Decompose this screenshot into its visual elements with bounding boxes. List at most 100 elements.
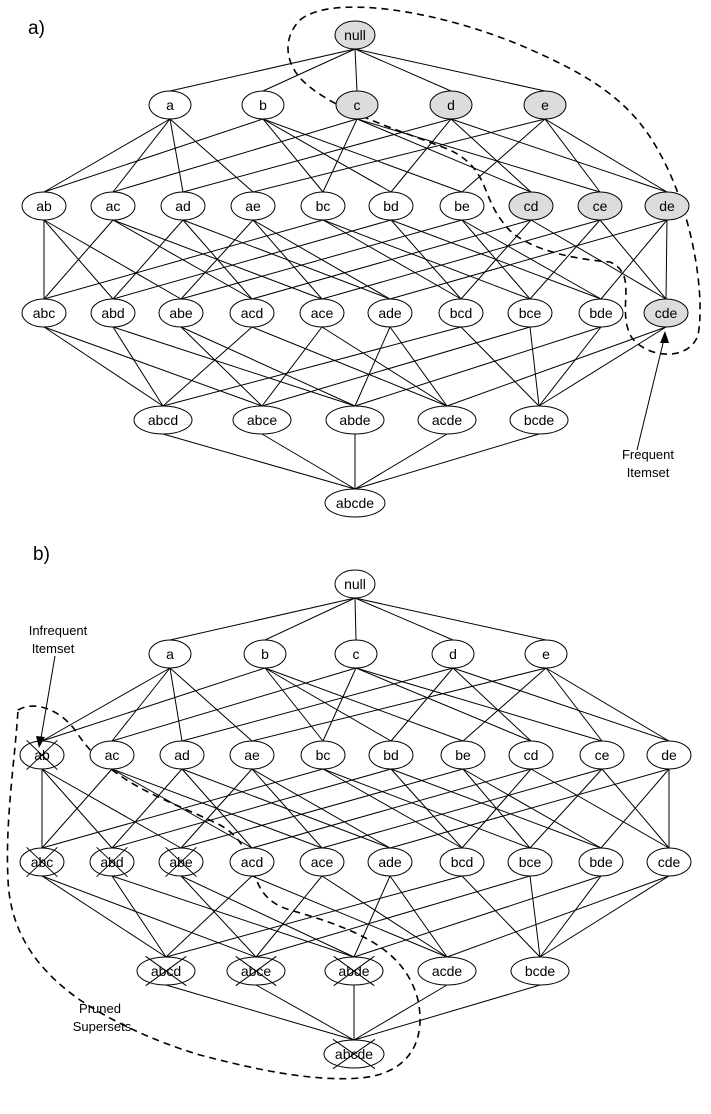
itemset-node-ellipse bbox=[510, 956, 570, 986]
itemset-node-ellipse bbox=[367, 847, 413, 877]
itemset-node-ellipse bbox=[21, 298, 67, 328]
itemset-node-d: d bbox=[431, 639, 475, 669]
lattice-edge bbox=[461, 768, 532, 849]
lattice-edge bbox=[538, 326, 667, 407]
lattice-edge bbox=[111, 768, 183, 849]
lattice-edge bbox=[180, 326, 356, 407]
itemset-node-ellipse bbox=[417, 956, 477, 986]
lattice-edge bbox=[162, 326, 253, 407]
lattice-edge bbox=[353, 984, 541, 1041]
itemset-node-ellipse bbox=[367, 298, 413, 328]
pruned-cross-mark bbox=[26, 739, 58, 771]
lattice-edge bbox=[41, 875, 257, 958]
lattice-edge bbox=[180, 326, 263, 407]
lattice-edge bbox=[389, 326, 448, 407]
itemset-node-bc: bc bbox=[300, 740, 346, 770]
itemset-node-label: ade bbox=[378, 854, 402, 870]
itemset-node-ce: ce bbox=[579, 740, 625, 770]
itemset-node-ellipse bbox=[439, 191, 485, 221]
itemset-node-label: null bbox=[344, 576, 366, 592]
itemset-node-label: a bbox=[166, 97, 174, 113]
itemset-node-abcde: abcde bbox=[324, 488, 386, 518]
panel-b-nodes: nullabcdeabacadaebcbdbecdcedeabcabdabeac… bbox=[19, 569, 692, 1070]
itemset-node-cde: cde bbox=[643, 298, 689, 328]
itemset-node-ace: ace bbox=[299, 847, 345, 877]
panel-a-label: a) bbox=[28, 18, 45, 39]
itemset-node-ellipse bbox=[90, 298, 136, 328]
lattice-edge bbox=[544, 118, 668, 193]
itemset-node-label: c bbox=[353, 646, 360, 662]
itemset-node-ellipse bbox=[229, 847, 275, 877]
pruned-cross-mark bbox=[235, 955, 277, 987]
lattice-edge bbox=[43, 118, 171, 193]
lattice-edge bbox=[43, 326, 164, 407]
itemset-node-ellipse bbox=[89, 740, 135, 770]
lattice-edge bbox=[529, 326, 540, 407]
itemset-node-label: cd bbox=[524, 198, 539, 214]
itemset-node-ellipse bbox=[325, 405, 385, 435]
itemset-node-ellipse bbox=[438, 298, 484, 328]
itemset-node-ellipse bbox=[300, 191, 346, 221]
itemset-node-bcd: bcd bbox=[439, 847, 485, 877]
lattice-edge bbox=[112, 326, 164, 407]
itemset-node-label: acd bbox=[241, 305, 264, 321]
itemset-node-ellipse bbox=[578, 298, 624, 328]
itemset-node-c: c bbox=[335, 90, 379, 120]
lattice-edge bbox=[111, 768, 392, 849]
lattice-edge bbox=[261, 433, 356, 490]
lattice-edge bbox=[390, 219, 462, 300]
itemset-node-c: c bbox=[334, 639, 378, 669]
pruned-supersets-boundary bbox=[6, 705, 421, 1080]
itemset-node-e: e bbox=[523, 90, 567, 120]
lattice-edge bbox=[545, 667, 603, 742]
lattice-edge bbox=[354, 326, 602, 407]
itemset-node-e: e bbox=[524, 639, 568, 669]
lattice-edge bbox=[446, 875, 670, 958]
lattice-edge bbox=[252, 219, 323, 300]
lattice-edge bbox=[180, 219, 463, 300]
lattice-edge bbox=[41, 667, 171, 742]
itemset-node-ad: ad bbox=[160, 191, 206, 221]
itemset-node-ellipse bbox=[229, 298, 275, 328]
lattice-edge bbox=[389, 219, 668, 300]
itemset-node-label: ae bbox=[245, 198, 261, 214]
itemset-node-label: be bbox=[454, 198, 470, 214]
itemset-node-ab: ab bbox=[19, 739, 65, 771]
lattice-edge bbox=[262, 118, 463, 193]
pruned-cross-mark bbox=[332, 1038, 376, 1070]
lattice-edge bbox=[255, 984, 355, 1041]
itemset-node-label: bcd bbox=[450, 305, 473, 321]
itemset-node-ellipse bbox=[507, 847, 553, 877]
lattice-edge bbox=[165, 875, 463, 958]
itemset-node-null: null bbox=[334, 569, 376, 599]
lattice-edge bbox=[529, 219, 601, 300]
itemset-node-label: bce bbox=[519, 854, 542, 870]
itemset-node-ellipse bbox=[429, 90, 473, 120]
lattice-edge bbox=[356, 118, 532, 193]
panel-b-edges bbox=[41, 597, 670, 1041]
itemset-node-ellipse bbox=[523, 90, 567, 120]
lattice-edge bbox=[264, 667, 324, 742]
lattice-edge bbox=[390, 667, 454, 742]
lattice-edge bbox=[461, 219, 602, 300]
lattice-edge bbox=[111, 875, 355, 958]
itemset-node-label: ad bbox=[174, 747, 190, 763]
itemset-node-abd: abd bbox=[89, 846, 135, 878]
itemset-node-ellipse bbox=[646, 847, 692, 877]
itemset-node-ellipse bbox=[577, 191, 623, 221]
frequent-itemset-label-line2: Itemset bbox=[627, 465, 670, 480]
lattice-edge bbox=[264, 597, 356, 641]
lattice-edge bbox=[545, 667, 670, 742]
itemset-node-be: be bbox=[439, 191, 485, 221]
lattice-edge bbox=[461, 118, 546, 193]
itemset-node-ellipse bbox=[440, 740, 486, 770]
itemset-node-ac: ac bbox=[90, 191, 136, 221]
itemset-node-abcd: abcd bbox=[136, 955, 196, 987]
lattice-edge bbox=[180, 219, 254, 300]
lattice-edge bbox=[252, 118, 546, 193]
lattice-edge bbox=[450, 118, 668, 193]
itemset-node-abce: abce bbox=[226, 955, 286, 987]
lattice-edge bbox=[322, 118, 358, 193]
itemset-node-ellipse bbox=[334, 20, 376, 50]
